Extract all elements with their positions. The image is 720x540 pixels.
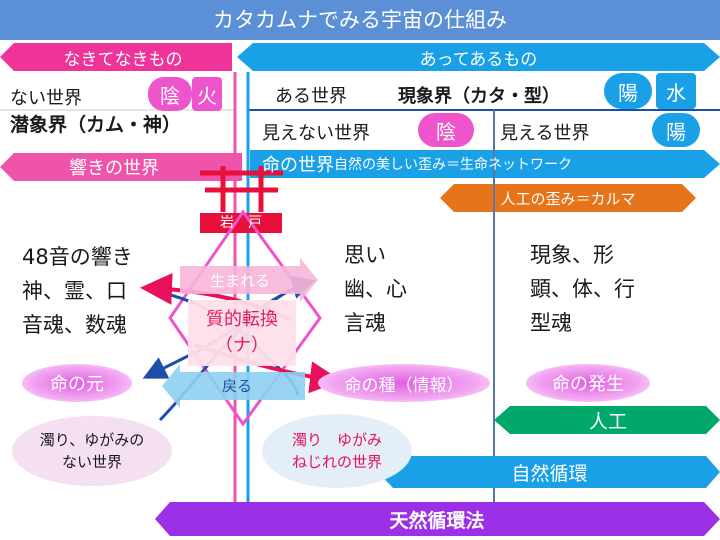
mid-cloud-line2: ねじれの世界 xyxy=(291,453,382,471)
water-badge: 水 xyxy=(656,73,696,109)
right-world-line1: ある世界 xyxy=(275,86,347,107)
mid-column: 思い 幽、心 言魂 xyxy=(344,238,407,340)
fire-badge: 火 xyxy=(192,77,222,111)
transform-box: 質的転換 （ナ） xyxy=(188,300,296,366)
natural-cycle-label: 自然循環 xyxy=(511,462,588,485)
life-world-label: 命の世界 自然の美しい歪み＝生命ネットワーク xyxy=(262,150,572,178)
mid-cloud-line1: 濁り ゆがみ xyxy=(291,431,382,449)
transform-line1: 質的転換 xyxy=(206,309,278,330)
right-column-line: 顕、体、行 xyxy=(530,277,635,301)
visible-world-label: 見える世界 xyxy=(500,123,590,144)
yang-badge-2: 陽 xyxy=(652,113,700,147)
life-world-band xyxy=(250,150,720,178)
right-world-bold: 現象界（カタ・型） xyxy=(398,86,560,107)
mid-column-line: 幽、心 xyxy=(344,277,407,301)
mid-column-line: 言魂 xyxy=(344,311,386,335)
origin-oval: 命の元 xyxy=(22,364,132,402)
left-cloud-line1: 濁り、ゆがみの xyxy=(39,431,145,449)
mid-cloud: 濁り ゆがみ ねじれの世界 xyxy=(262,414,412,488)
left-world-line2: 潜象界（カム・神） xyxy=(10,114,182,136)
occurrence-oval: 命の発生 xyxy=(526,364,650,402)
born-arrow xyxy=(180,258,318,302)
karma-label: 人工の歪み＝カルマ xyxy=(500,189,636,208)
left-header-label: なきてなきもの xyxy=(63,49,183,70)
mid-column-line: 思い xyxy=(344,243,386,267)
transform-line2: （ナ） xyxy=(215,335,269,356)
heaven-law-arrow xyxy=(155,502,720,536)
yin-badge-1: 陰 xyxy=(148,77,192,111)
heaven-law-label: 天然循環法 xyxy=(389,509,485,532)
return-label: 戻る xyxy=(222,377,253,395)
artificial-label: 人工 xyxy=(588,410,627,433)
left-column-line: 48音の響き xyxy=(22,245,133,269)
life-world-main: 命の世界 xyxy=(262,155,334,176)
gate-label-bg xyxy=(200,213,282,233)
invisible-world-label: 見えない世界 xyxy=(262,123,370,144)
yang-badge-1: 陽 xyxy=(604,73,652,109)
right-column-line: 現象、形 xyxy=(530,243,614,267)
echo-world-label: 響きの世界 xyxy=(69,158,159,179)
right-column: 現象、形 顕、体、行 型魂 xyxy=(530,238,635,340)
echo-world-band xyxy=(0,153,242,181)
gate-icon xyxy=(200,166,283,212)
right-header-band xyxy=(237,43,720,71)
page-title: カタカムナでみる宇宙の仕組み xyxy=(0,0,720,40)
right-header-label: あってあるもの xyxy=(419,49,538,70)
life-world-sub: 自然の美しい歪み＝生命ネットワーク xyxy=(334,157,572,173)
left-header-band xyxy=(0,43,232,71)
karma-band xyxy=(440,184,696,212)
born-label: 生まれる xyxy=(210,272,271,290)
natural-cycle-arrow xyxy=(378,456,720,488)
left-column-line: 神、霊、口 xyxy=(22,279,127,303)
seed-oval: 命の種（情報） xyxy=(318,364,490,402)
left-column: 48音の響き 神、霊、口 音魂、数魂 xyxy=(22,240,133,342)
return-arrow xyxy=(162,364,305,408)
right-column-line: 型魂 xyxy=(530,311,572,335)
left-cloud-line2: ない世界 xyxy=(61,453,122,471)
yin-badge-2: 陰 xyxy=(418,113,474,147)
gate-label: 岩 戸 xyxy=(220,215,262,231)
artificial-arrow xyxy=(494,406,720,434)
left-cloud: 濁り、ゆがみの ない世界 xyxy=(12,416,172,486)
left-world-line1: ない世界 xyxy=(10,88,82,109)
left-column-line: 音魂、数魂 xyxy=(22,313,127,337)
